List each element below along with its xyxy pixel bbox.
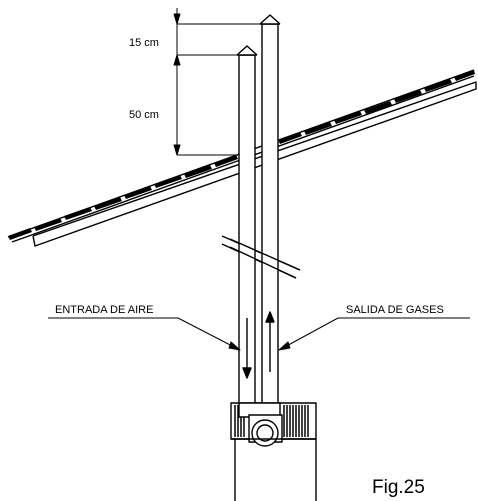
air-inlet-label: ENTRADA DE AIRE	[55, 304, 153, 316]
stove-grille	[234, 405, 309, 437]
roof-tiles	[8, 70, 475, 240]
stove	[230, 402, 317, 501]
dimension-top-label: 15 cm	[129, 37, 159, 49]
ceiling-cut	[221, 235, 301, 279]
air-inlet-cap	[236, 45, 258, 56]
gas-outlet-leader	[280, 317, 470, 350]
ceiling-cut-front	[229, 238, 301, 279]
dimension-roof-label: 50 cm	[129, 109, 159, 121]
flow-arrows	[242, 311, 275, 379]
air-inlet-leader	[48, 317, 239, 350]
leader-lines	[48, 317, 470, 351]
dimension-lines	[173, 8, 262, 156]
gas-outlet-cap	[259, 14, 281, 25]
figure-label: Fig.25	[372, 477, 425, 498]
flue-connector-inner	[256, 424, 274, 442]
gas-outlet-label: SALIDA DE GASES	[346, 304, 444, 316]
flue-pipes	[236, 14, 281, 406]
flue-connector-outer	[251, 419, 279, 447]
